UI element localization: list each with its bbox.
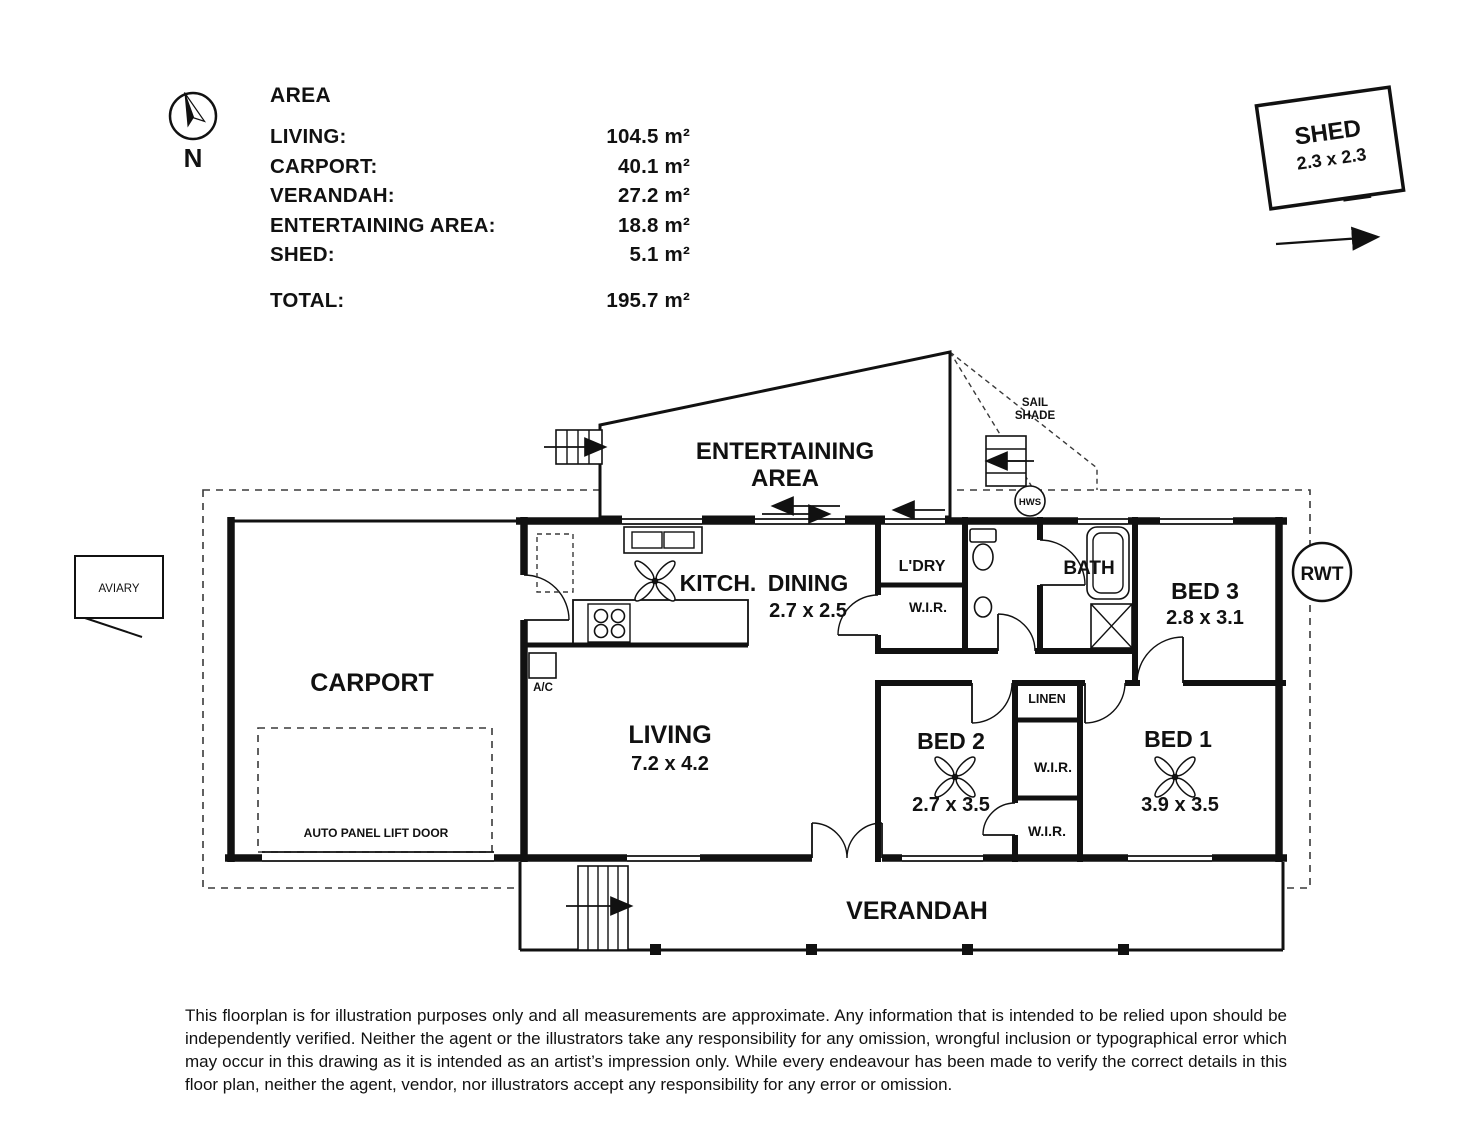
wir-bottom-label: W.I.R. — [1028, 823, 1066, 839]
area-row-label: ENTERTAINING AREA: — [270, 213, 496, 237]
area-row-carport: CARPORT: 40.1 m² — [270, 152, 690, 182]
toilet-cistern — [969, 528, 997, 543]
entertaining-area-outline — [598, 350, 952, 519]
aviary-structure: AVIARY — [74, 555, 164, 638]
bed3-label: BED 3 — [1171, 578, 1239, 604]
ceiling-fan-icon-bed2 — [931, 753, 979, 801]
area-legend: AREA LIVING: 104.5 m² CARPORT: 40.1 m² V… — [270, 84, 690, 316]
pantry-dashed — [536, 533, 574, 593]
bed1-dims: 3.9 x 3.5 — [1141, 794, 1219, 816]
shed-structure: SHED 2.3 x 2.3 — [1254, 85, 1406, 211]
bathtub-icon — [1086, 526, 1130, 600]
auto-door-label: AUTO PANEL LIFT DOOR — [304, 826, 449, 840]
area-row-label: VERANDAH: — [270, 184, 395, 208]
auto-panel-lift-door — [262, 851, 494, 862]
area-row-verandah: VERANDAH: 27.2 m² — [270, 181, 690, 211]
area-row-label: CARPORT: — [270, 154, 378, 178]
verandah-label: VERANDAH — [846, 897, 988, 925]
bed1-label: BED 1 — [1144, 726, 1212, 752]
area-row-total: TOTAL: 195.7 m² — [270, 286, 690, 316]
ceiling-fan-icon-kitchen — [631, 557, 679, 605]
area-row-value: 40.1 m² — [617, 154, 690, 178]
sail-shade-label-line1: SAIL — [1022, 397, 1048, 409]
wir-top-label: W.I.R. — [909, 599, 947, 615]
area-row-shed: SHED: 5.1 m² — [270, 240, 690, 270]
ac-label: A/C — [533, 682, 553, 694]
sail-shade-lines — [949, 351, 1098, 490]
compass-north-label: N — [184, 143, 203, 173]
ac-unit — [528, 652, 557, 679]
interior-walls — [875, 517, 1286, 862]
hws-circle — [1014, 485, 1046, 517]
bed2-dims: 2.7 x 3.5 — [912, 794, 990, 816]
sail-shade-label-line2: SHADE — [1015, 410, 1056, 422]
entertaining-steps-left — [544, 429, 608, 465]
entertaining-steps-right — [984, 435, 1034, 487]
wir-mid-label: W.I.R. — [1034, 759, 1072, 775]
living-dims: 7.2 x 4.2 — [631, 753, 709, 775]
dining-dims: 2.7 x 2.5 — [769, 600, 847, 622]
kitchen-bench — [572, 599, 749, 646]
basin-icon — [973, 596, 993, 618]
rwt-circle — [1291, 541, 1353, 603]
bath-label: BATH — [1063, 558, 1114, 579]
rwt-label: RWT — [1301, 564, 1344, 585]
shed-arrow — [1275, 226, 1381, 251]
area-row-value: 18.8 m² — [617, 213, 690, 237]
carport-structure — [231, 519, 524, 862]
area-row-value: 5.1 m² — [629, 243, 690, 267]
living-label: LIVING — [628, 721, 711, 749]
kitchen-fixtures — [536, 526, 749, 646]
area-legend-title: AREA — [270, 84, 332, 107]
area-row-label: LIVING: — [270, 125, 347, 148]
doors — [523, 539, 1184, 859]
area-total-value: 195.7 m² — [606, 288, 690, 312]
bed2-label: BED 2 — [917, 728, 985, 754]
kitchen-label: KITCH. — [680, 570, 757, 596]
sliding-door-arrows — [762, 496, 945, 524]
bed3-dims: 2.8 x 3.1 — [1166, 607, 1244, 629]
area-total-label: TOTAL: — [270, 288, 345, 312]
entertaining-label-line2: AREA — [751, 465, 819, 492]
toilet-icon — [972, 543, 994, 571]
area-row-value: 104.5 m² — [606, 125, 690, 148]
ceiling-fan-icon-bed1 — [1151, 753, 1199, 801]
area-row-entertaining: ENTERTAINING AREA: 18.8 m² — [270, 211, 690, 241]
area-row-value: 27.2 m² — [617, 184, 690, 208]
carport-label: CARPORT — [310, 669, 434, 697]
cooktop — [587, 603, 631, 643]
linen-label: LINEN — [1028, 692, 1066, 706]
area-row-label: SHED: — [270, 243, 335, 267]
hws-label: HWS — [1019, 497, 1041, 508]
interior-walls-light — [527, 582, 1080, 801]
verandah-structure — [518, 862, 1285, 955]
verandah-steps — [566, 865, 634, 951]
aviary-label: AVIARY — [98, 583, 139, 595]
dining-label: DINING — [768, 570, 849, 596]
disclaimer-text: This floorplan is for illustration purpo… — [185, 1006, 1287, 1094]
entertaining-label-line1: ENTERTAINING — [696, 438, 874, 465]
laundry-label: L'DRY — [899, 558, 946, 575]
north-compass-icon: N — [168, 91, 218, 173]
area-row-living: LIVING: 104.5 m² — [270, 122, 690, 152]
windows — [518, 515, 1233, 864]
kitchen-sink — [623, 526, 703, 554]
bathroom-fixtures — [969, 526, 1133, 649]
